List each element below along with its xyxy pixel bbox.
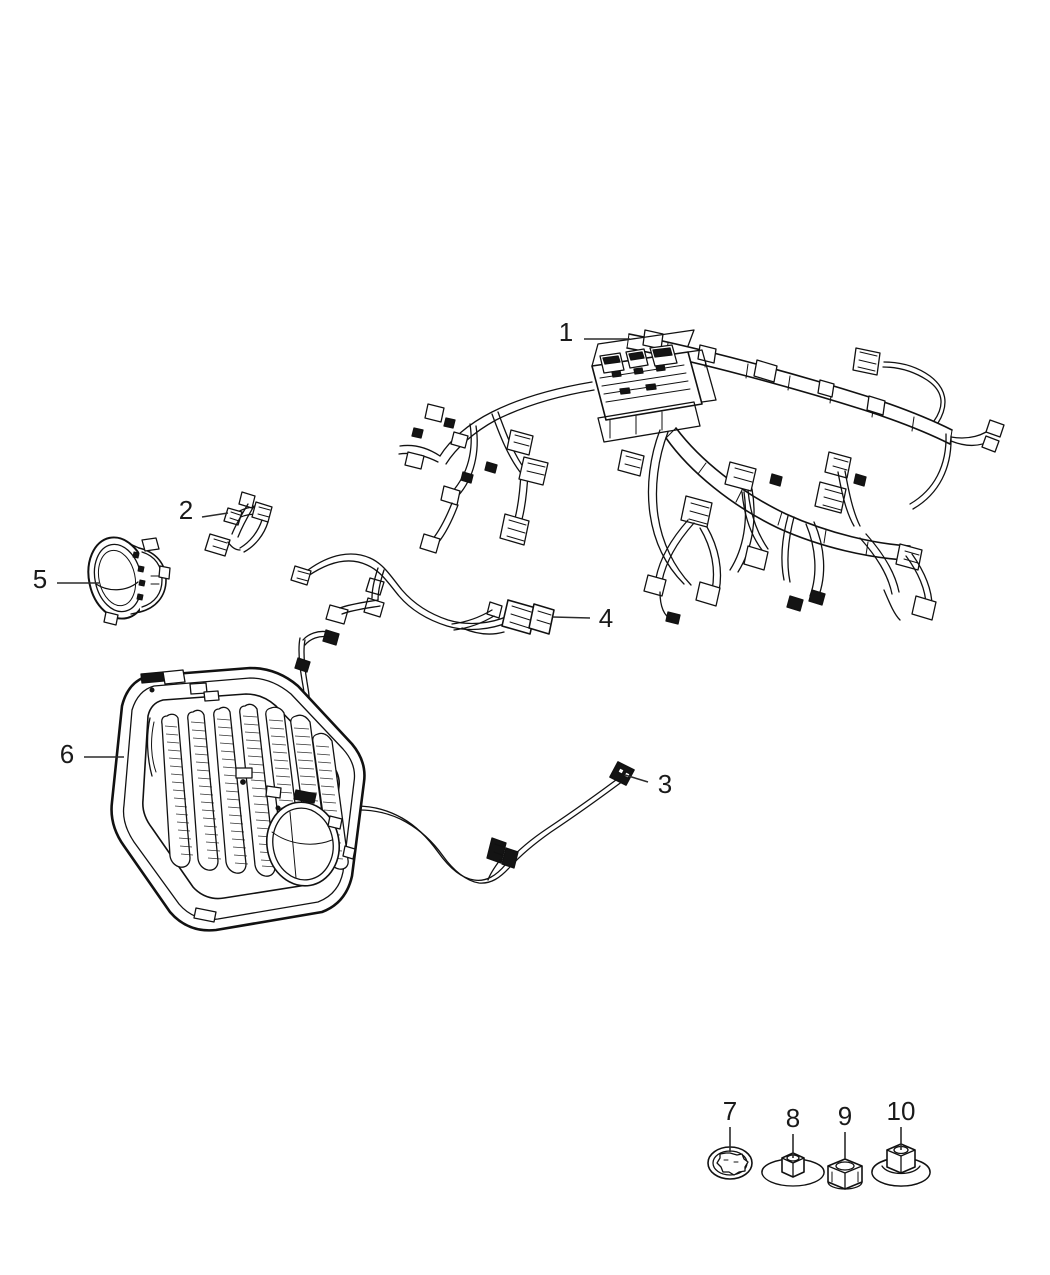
grille-left-opening: [146, 717, 157, 777]
leader-3: [624, 774, 649, 783]
callout-numbers: 1 2 3 4 5 6 7 8 9 10: [33, 317, 916, 1133]
callout-number-3: 3: [658, 769, 672, 799]
callout-number-8: 8: [786, 1103, 800, 1133]
leader-4: [552, 616, 591, 619]
fastener-group: [707, 1143, 931, 1190]
part-5-fog-lamp-assembly[interactable]: [81, 532, 171, 626]
grille-headlamp-opening: [266, 801, 340, 887]
part-10-nut-with-conical-washer[interactable]: [871, 1143, 931, 1187]
part-6-radiator-grille[interactable]: [110, 666, 366, 932]
leader-lines: [57, 338, 902, 1159]
callout-number-4: 4: [599, 603, 613, 633]
part-2-fog-lamp-jumper[interactable]: [204, 491, 273, 557]
harness-right-pigtails: [786, 553, 937, 621]
power-distribution-block: [591, 329, 717, 443]
callout-number-10: 10: [887, 1096, 916, 1126]
callout-number-7: 7: [723, 1096, 737, 1126]
grille-mesh-texture: [164, 715, 344, 868]
harness-right-branches: [852, 347, 1005, 510]
leader-2: [201, 512, 229, 518]
callout-number-5: 5: [33, 564, 47, 594]
part-1-main-wiring-harness[interactable]: [398, 329, 1005, 625]
part-9-hex-flange-nut[interactable]: [827, 1158, 863, 1190]
part-7-push-on-retainer[interactable]: [707, 1146, 753, 1180]
callout-number-2: 2: [179, 495, 193, 525]
harness-lower-connector-cluster: [617, 429, 923, 625]
callout-number-6: 6: [60, 739, 74, 769]
harness-left-branches: [398, 381, 595, 554]
callout-number-9: 9: [838, 1101, 852, 1131]
grille-mounting-tabs: [140, 669, 356, 923]
callout-number-1: 1: [559, 317, 573, 347]
part-4-headlamp-jumper[interactable]: [290, 553, 555, 635]
